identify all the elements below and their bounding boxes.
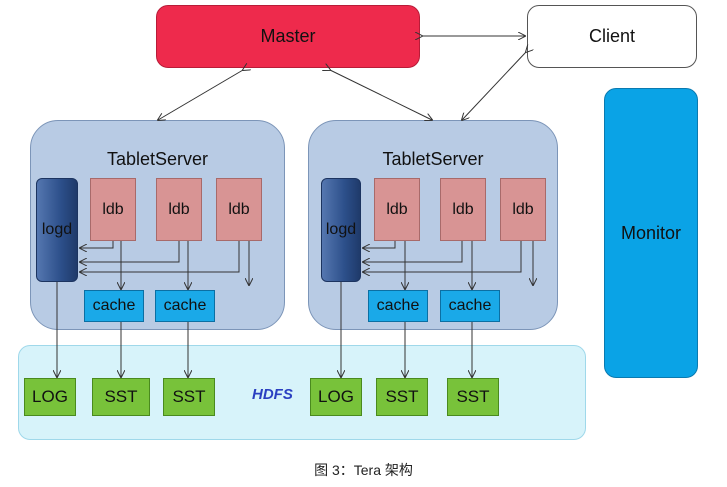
hdfs-log-2: LOG bbox=[310, 378, 362, 416]
hdfs-sst-2: SST bbox=[163, 378, 215, 416]
edge-ldb11-logd bbox=[80, 241, 114, 248]
edge-ldb13-logd bbox=[80, 241, 240, 272]
ldb-1-3: ldb bbox=[216, 178, 262, 241]
edge-ldb22-logd bbox=[363, 241, 463, 262]
edge-ldb12-logd bbox=[80, 241, 180, 262]
ldb-1-2: ldb bbox=[156, 178, 202, 241]
hdfs-sst-3: SST bbox=[376, 378, 428, 416]
ldb-2-2: ldb bbox=[440, 178, 486, 241]
logd-1: logd bbox=[36, 178, 78, 282]
ldb-1-1: ldb bbox=[90, 178, 136, 241]
ldb-2-3: ldb bbox=[500, 178, 546, 241]
edge-ldb23-logd bbox=[363, 241, 522, 272]
edge-ldb21-logd bbox=[363, 241, 396, 248]
client-node: Client bbox=[527, 5, 697, 68]
edge-client-ts2 bbox=[462, 52, 526, 120]
tabletserver-2-label: TabletServer bbox=[382, 149, 484, 169]
cache-1-2: cache bbox=[155, 290, 215, 322]
cache-2-2: cache bbox=[440, 290, 500, 322]
ldb-2-1: ldb bbox=[374, 178, 420, 241]
logd-2: logd bbox=[321, 178, 361, 282]
cache-1-1: cache bbox=[84, 290, 144, 322]
hdfs-label: HDFS bbox=[252, 386, 293, 403]
hdfs-sst-4: SST bbox=[447, 378, 499, 416]
cache-2-1: cache bbox=[368, 290, 428, 322]
master-node: Master bbox=[156, 5, 420, 68]
edge-master-ts2 bbox=[330, 70, 432, 120]
tabletserver-1-label: TabletServer bbox=[106, 149, 209, 169]
figure-caption: 图 3：Tera 架构 bbox=[314, 462, 413, 478]
edge-master-ts1 bbox=[158, 70, 243, 120]
monitor-node: Monitor bbox=[604, 88, 698, 378]
hdfs-sst-1: SST bbox=[92, 378, 150, 416]
hdfs-log-1: LOG bbox=[24, 378, 76, 416]
